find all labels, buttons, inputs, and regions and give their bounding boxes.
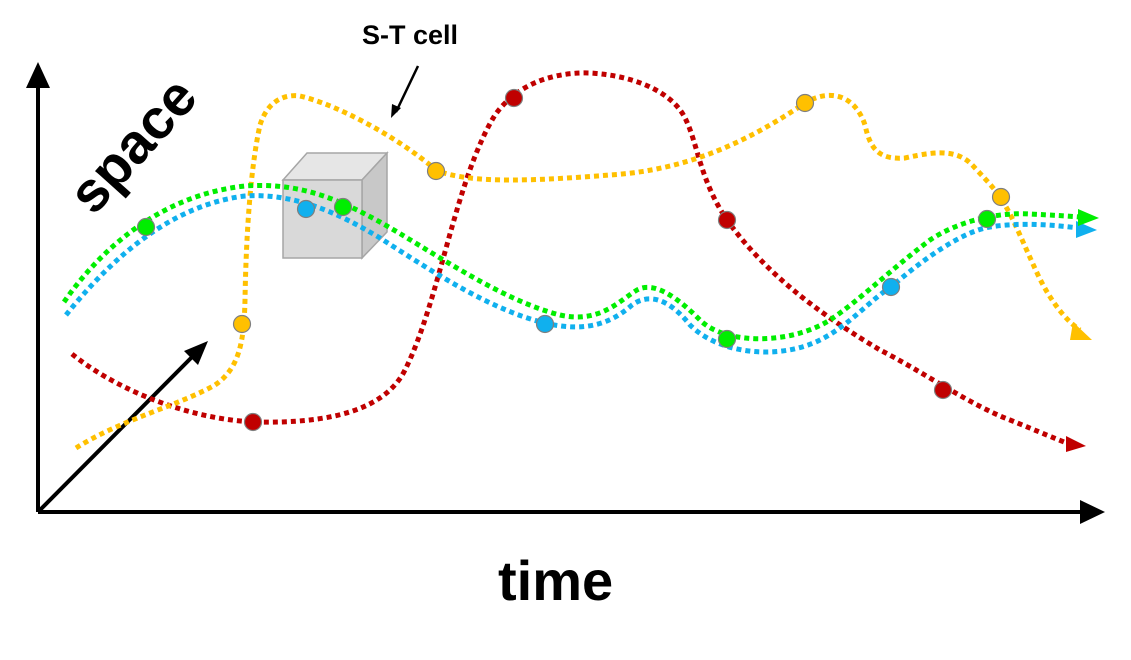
trajectory-red [70,70,1086,452]
trajectory-blue [64,193,1097,355]
trajectory-green [61,182,1099,349]
time-axis-arrowhead [1080,500,1105,524]
time-axis-label: time [498,549,614,612]
st-cell-label: S-T cell [362,20,459,50]
trajectory-yellow [74,92,1092,451]
space-axis-arrowhead [26,62,50,88]
depth-axis-arrowhead [184,341,208,365]
cell-pointer-arrowhead [391,104,401,118]
cell-pointer-arrow [394,65,420,113]
depth-axis [36,354,195,514]
